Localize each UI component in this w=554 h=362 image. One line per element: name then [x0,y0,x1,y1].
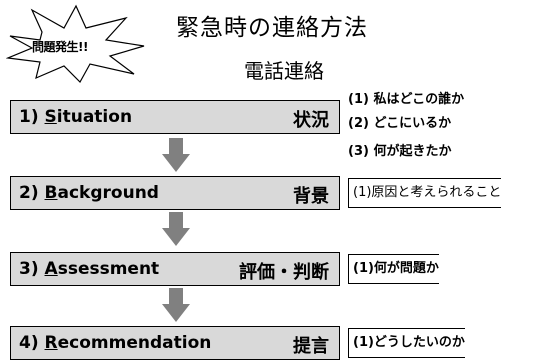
step-recommendation-label: 4) Recommendation [19,333,212,353]
step-recommendation-ja: 提言 [293,336,329,357]
step-situation-ja: 状況 [293,110,329,131]
step-background-ja: 背景 [293,186,329,207]
step-situation-label: 1) Situation [19,107,133,127]
starburst-shape [6,4,145,83]
incident-alert-label: 問題発生!! [32,40,88,54]
step-assessment-label: 3) Assessment [19,259,160,279]
situation-note-1: (1) 私はどこの誰か [348,92,465,107]
step-background-label: 2) Background [19,183,159,203]
page-subtitle: 電話連絡 [244,59,324,83]
recommendation-note: (1)どうしたいのか [348,328,465,358]
step-assessment-box: 3) Assessment 評価・判断 [10,252,340,286]
step-background-box: 2) Background 背景 [10,176,340,210]
assessment-note: (1)何が問題か [348,254,439,284]
step-recommendation-box: 4) Recommendation 提言 [10,326,340,360]
page-title: 緊急時の連絡方法 [176,15,368,41]
situation-note-2: (2) どこにいるか [348,116,452,131]
down-arrow-icon [162,138,190,172]
down-arrow-icon [162,212,190,246]
background-note: (1)原因と考えられること [348,178,502,208]
step-assessment-ja: 評価・判断 [239,262,329,283]
down-arrow-icon [162,288,190,322]
situation-note-3: (3) 何が起きたか [348,144,452,159]
step-situation-box: 1) Situation 状況 [10,100,340,134]
